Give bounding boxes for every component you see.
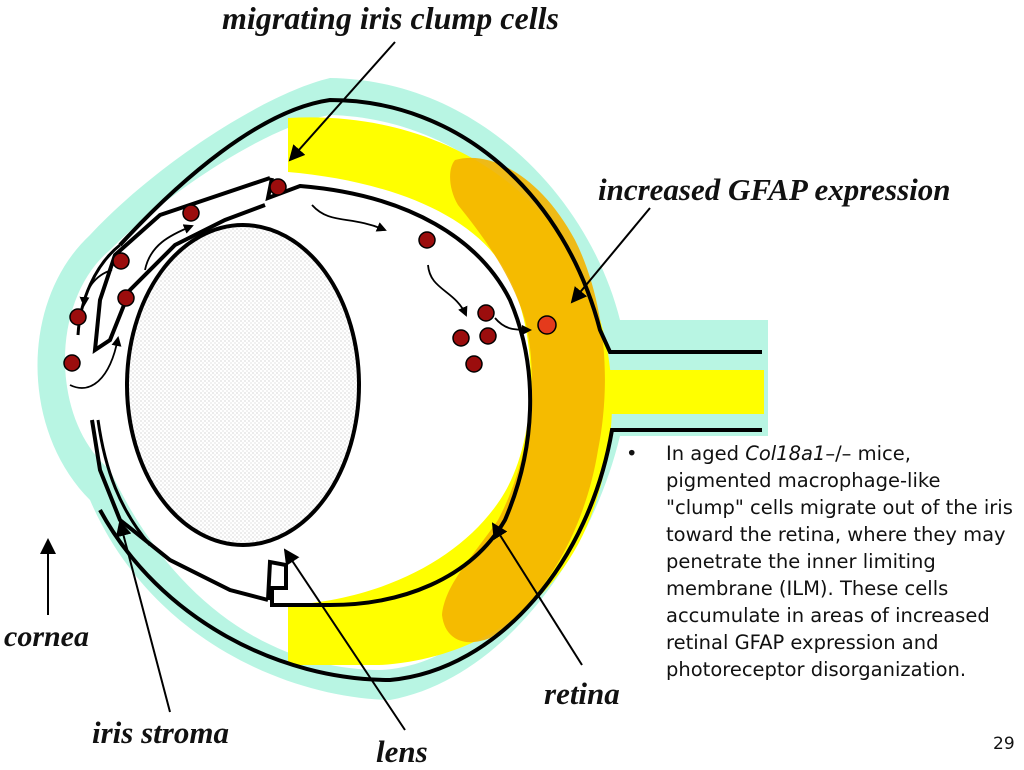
cornea-lower-outline — [96, 419, 152, 546]
clump-cell — [182, 204, 200, 222]
migration-arrow — [427, 264, 468, 317]
migration-paths — [69, 204, 532, 389]
sclera-outline — [118, 97, 762, 354]
sclera-outline-lower — [98, 428, 762, 683]
migration-arrow — [79, 269, 113, 307]
bullet-point: • — [626, 442, 638, 465]
lens — [125, 223, 361, 547]
migration-arrow — [144, 224, 194, 271]
clump-cells — [63, 178, 497, 373]
pointer-retina — [491, 522, 583, 666]
label-retina: retina — [544, 676, 620, 711]
gfap-cell — [537, 315, 557, 335]
caption-prefix: In aged — [666, 442, 746, 465]
migration-arrow — [69, 336, 122, 389]
caption-gene: Col18a1 — [745, 442, 826, 465]
inner-limiting-membrane — [265, 177, 533, 607]
clump-cell — [112, 252, 130, 270]
pointer-migrating — [288, 41, 396, 162]
clump-cell — [269, 178, 287, 196]
label-increased-gfap-expression: increased GFAP expression — [598, 172, 951, 207]
clump-cell — [69, 308, 87, 326]
gfap-region — [442, 157, 605, 643]
label-migrating-iris-clump-cells: migrating iris clump cells — [222, 0, 559, 36]
migration-arrow — [494, 317, 532, 335]
iris-upper — [92, 176, 271, 355]
clump-cell — [418, 231, 436, 249]
clump-cell — [465, 355, 483, 373]
clump-cell — [452, 329, 470, 347]
clump-cell — [479, 327, 497, 345]
caption-rest: mice, pigmented macrophage-like "clump" … — [666, 442, 1013, 681]
caption-body: In aged Col18a1–/– mice, pigmented macro… — [666, 440, 1018, 683]
label-cornea: cornea — [4, 620, 89, 653]
caption-text: • In aged Col18a1–/– mice, pigmented mac… — [626, 440, 1018, 683]
pointer-lens — [283, 548, 406, 731]
label-lens: lens — [376, 734, 428, 769]
clump-cell — [477, 304, 495, 322]
label-pointers — [40, 41, 651, 731]
clump-cell — [117, 289, 135, 307]
caption-genotype: –/– — [825, 442, 852, 465]
pointer-iris-stroma — [115, 520, 171, 713]
label-iris-stroma: iris stroma — [92, 715, 229, 750]
migration-arrow — [311, 204, 387, 232]
slide-number: 29 — [993, 734, 1015, 754]
clump-cell — [63, 354, 81, 372]
pointer-gfap — [570, 207, 651, 304]
optic-nerve — [600, 370, 764, 414]
